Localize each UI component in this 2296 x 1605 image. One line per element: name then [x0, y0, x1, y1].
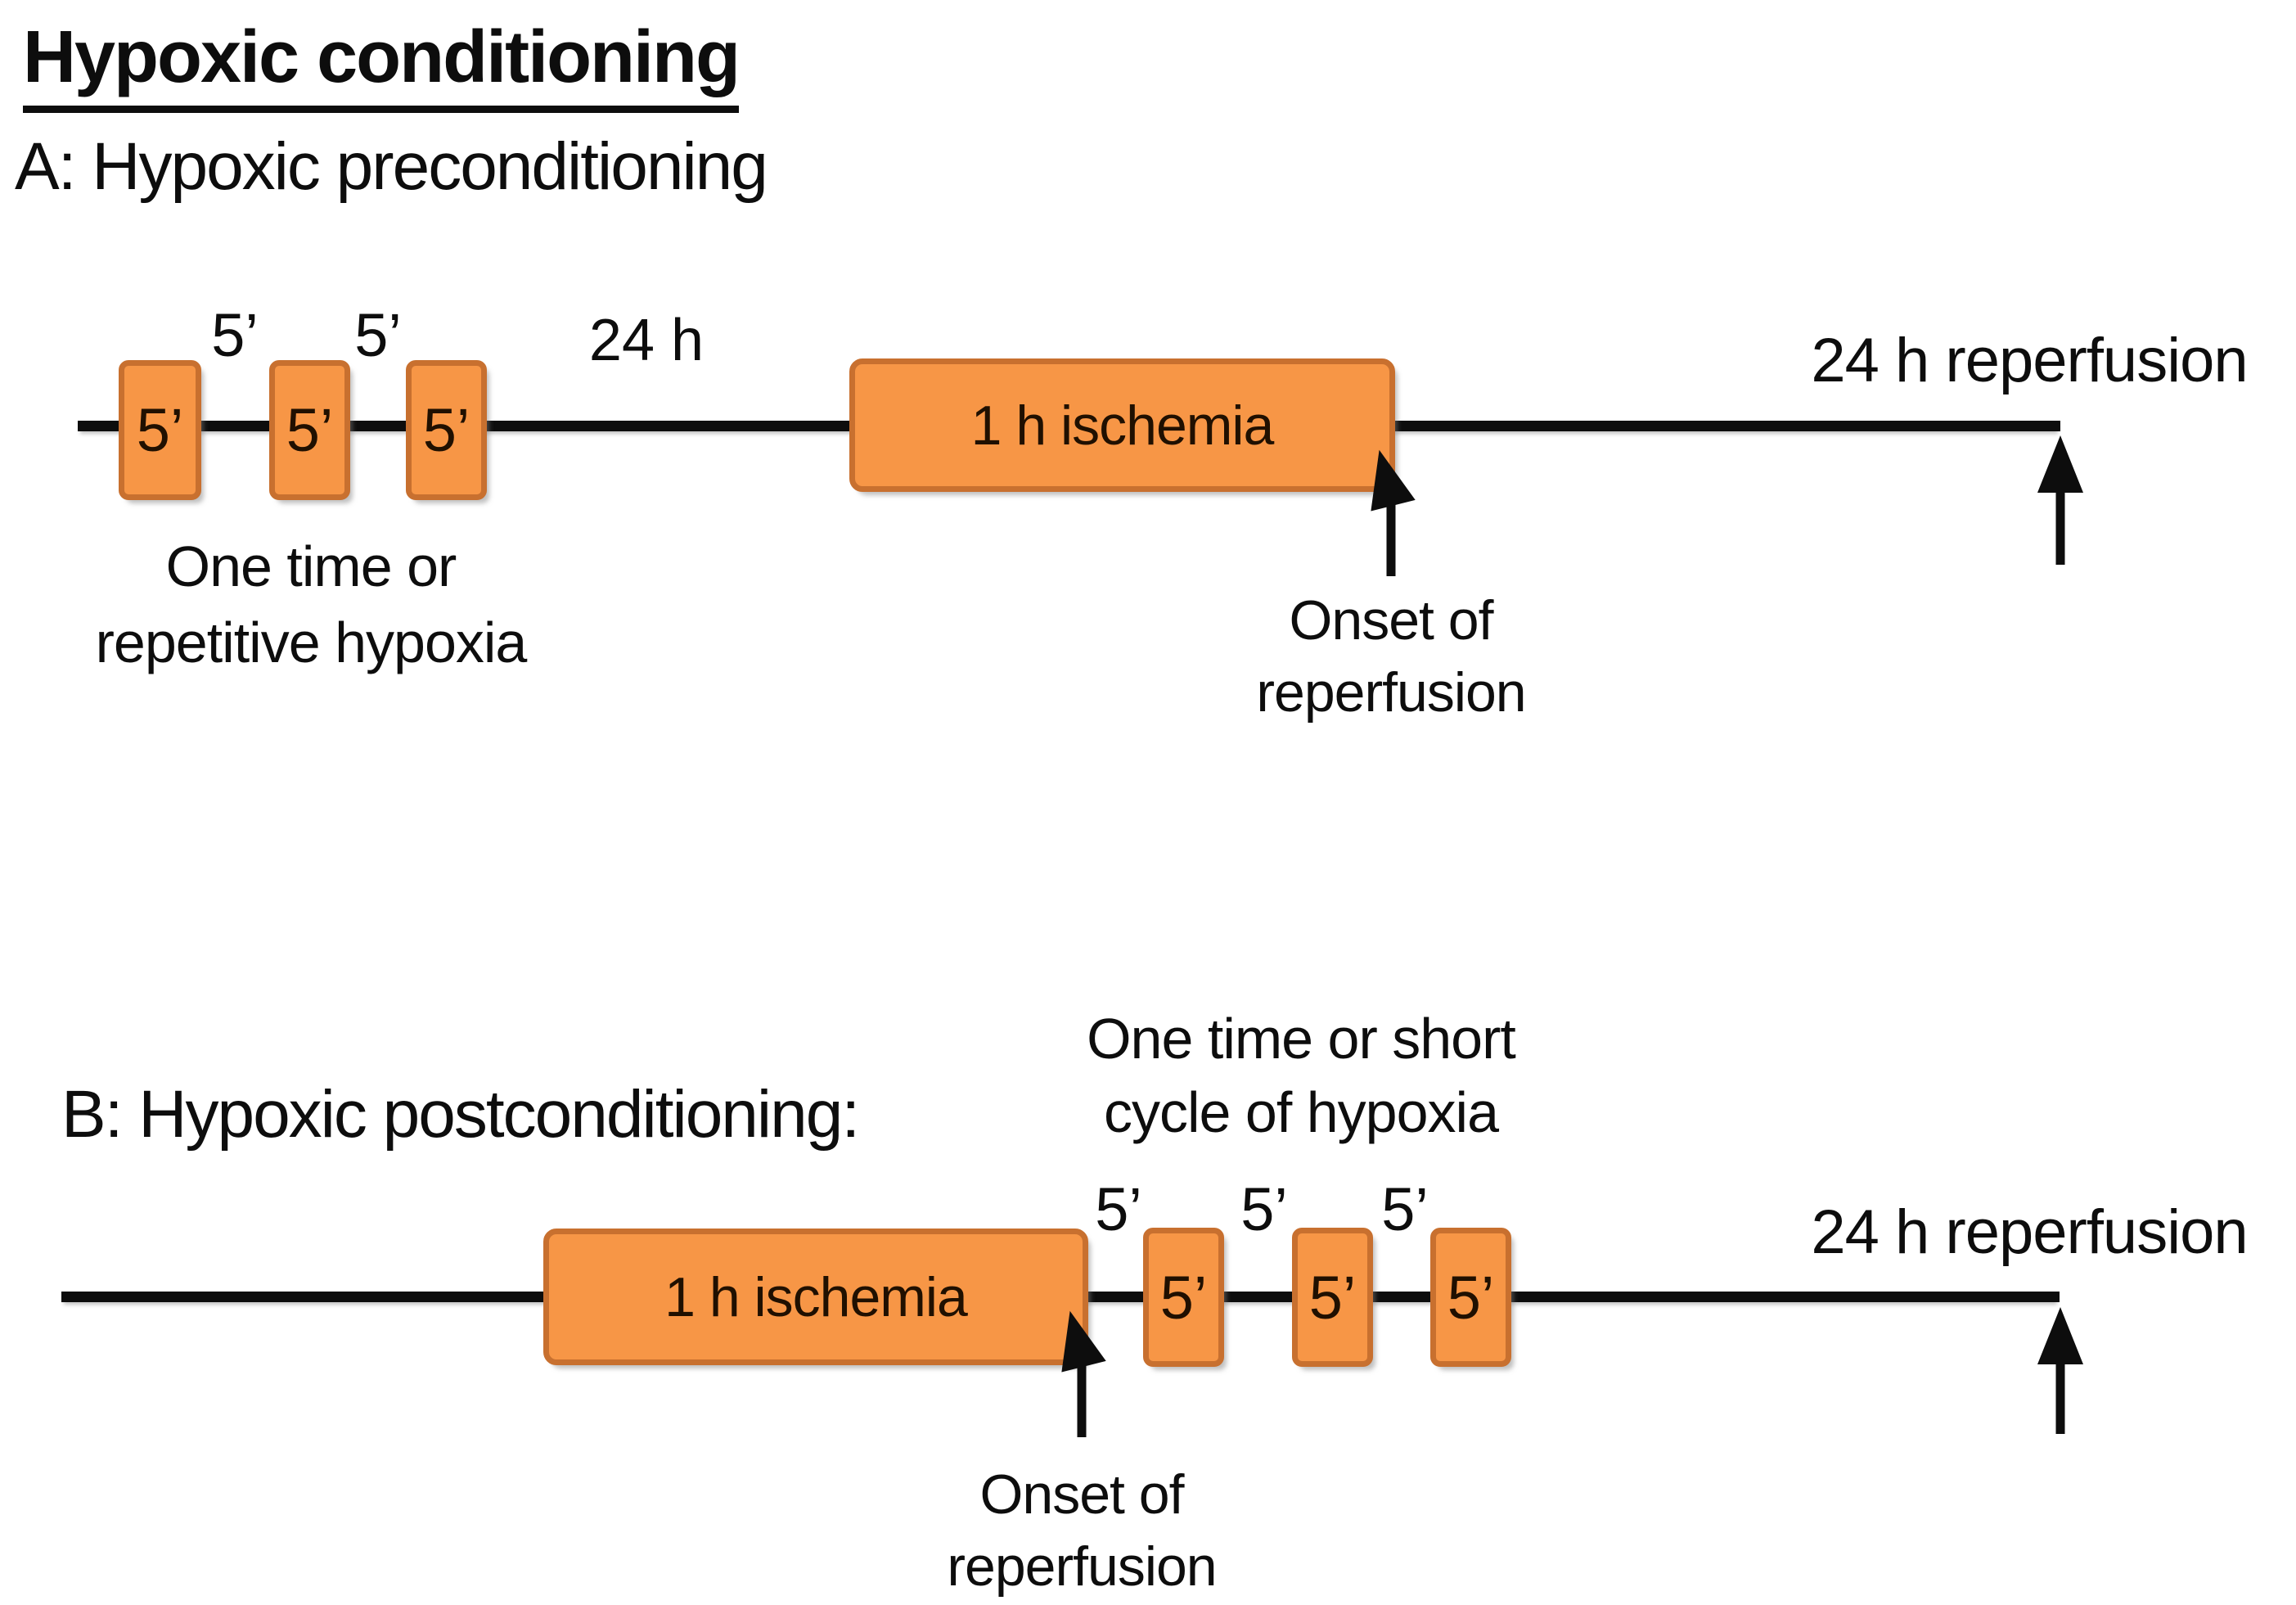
panel-a-hypoxia-box-1-label: 5’: [136, 396, 184, 464]
panel-b-onset-arrow-icon: [1047, 1305, 1106, 1437]
panel-a-note-line1: One time or: [165, 534, 457, 598]
panel-b-label: B: Hypoxic postconditioning:: [61, 1077, 860, 1152]
panel-a-ischemia-label: 1 h ischemia: [970, 394, 1275, 457]
arrow-shaft: [2055, 1350, 2065, 1434]
panel-a-hypoxia-box-2: 5’: [269, 360, 350, 500]
panel-b-gap-label-1: 5’: [1095, 1175, 1142, 1243]
panel-a-reperfusion-end-arrow-icon: [2037, 435, 2084, 565]
panel-b-hypoxia-box-3-label: 5’: [1447, 1263, 1495, 1332]
panel-b-hypoxia-box-2: 5’: [1292, 1228, 1373, 1367]
panel-b-ischemia-box: 1 h ischemia: [543, 1229, 1088, 1365]
panel-a-reperfusion-label: 24 h reperfusion: [1811, 326, 2248, 395]
panel-a-ischemia-box: 1 h ischemia: [849, 358, 1395, 492]
panel-a-interval-label: 24 h: [588, 308, 705, 373]
panel-b-ischemia-label: 1 h ischemia: [664, 1265, 968, 1328]
panel-a-label: A: Hypoxic preconditioning: [15, 129, 768, 204]
panel-b-reperfusion-label: 24 h reperfusion: [1811, 1197, 2248, 1267]
panel-b-hypoxia-box-1: 5’: [1143, 1228, 1224, 1367]
panel-a-onset-caption-line2: reperfusion: [1256, 661, 1526, 724]
panel-a-onset-arrow-icon: [1357, 444, 1416, 576]
panel-a-hypoxia-box-3-label: 5’: [422, 396, 470, 464]
panel-a-hypoxia-box-2-label: 5’: [286, 396, 334, 464]
panel-b-note-line2: cycle of hypoxia: [1103, 1080, 1499, 1144]
panel-a-onset-caption-line1: Onset of: [1289, 589, 1493, 651]
figure-title: Hypoxic conditioning: [23, 17, 741, 114]
panel-b-gap-label-2: 5’: [1240, 1175, 1288, 1243]
arrow-shaft: [1386, 491, 1396, 576]
panel-b-hypoxia-box-2-label: 5’: [1308, 1263, 1357, 1332]
panel-a-note-line2: repetitive hypoxia: [95, 611, 528, 674]
arrow-shaft: [2055, 478, 2065, 565]
panel-b-hypoxia-box-3: 5’: [1430, 1228, 1511, 1367]
panel-b-gap-label-3: 5’: [1381, 1175, 1429, 1243]
panel-b-onset-caption-line2: reperfusion: [947, 1535, 1217, 1598]
panel-a-gap-label-1: 5’: [211, 301, 259, 369]
panel-b-onset-caption-line1: Onset of: [979, 1463, 1184, 1526]
panel-a-hypoxia-box-3: 5’: [406, 360, 487, 500]
panel-b-note-line1: One time or short: [1087, 1007, 1516, 1071]
panel-b-reperfusion-end-arrow-icon: [2037, 1307, 2084, 1434]
panel-b-hypoxia-box-1-label: 5’: [1159, 1263, 1208, 1332]
panel-a-hypoxia-box-1: 5’: [119, 360, 201, 500]
arrow-shaft: [1077, 1352, 1087, 1437]
panel-a-gap-label-2: 5’: [354, 301, 402, 369]
